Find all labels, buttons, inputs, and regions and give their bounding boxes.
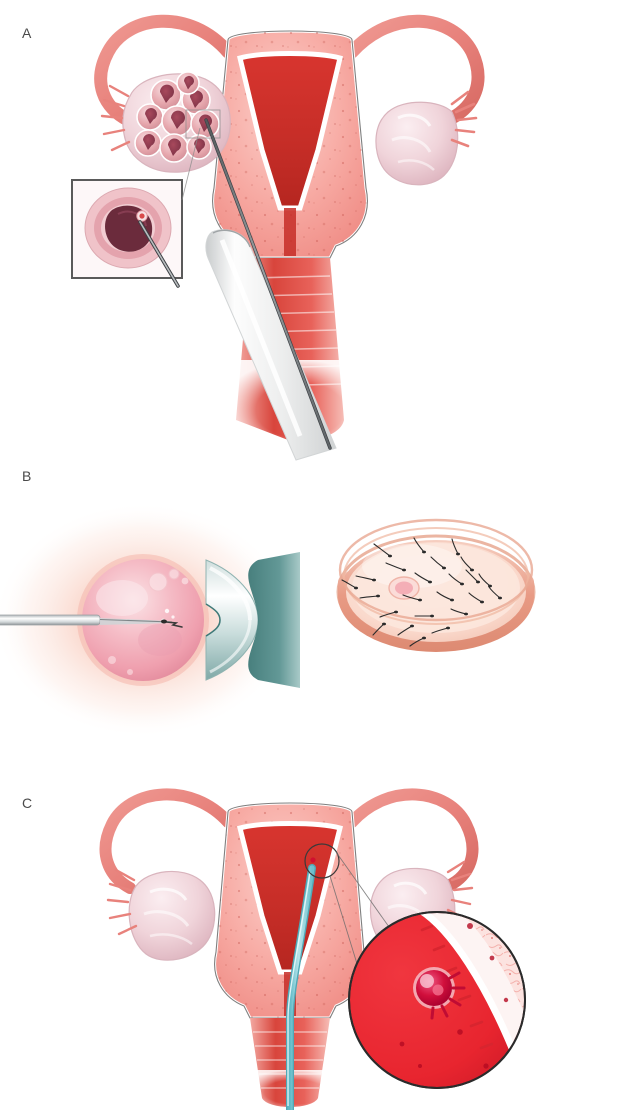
implanting-embryo [413, 967, 466, 1020]
petri-dish [336, 518, 536, 652]
sperm-cells [341, 537, 502, 647]
deposition-site-marker [304, 843, 340, 879]
transfer-catheter [286, 864, 316, 1110]
transvaginal-ultrasound-probe [205, 229, 337, 461]
right-fallopian-tube [345, 14, 485, 125]
panel-a-oocyte-retrieval: A [0, 0, 624, 461]
dish-oocyte [388, 576, 420, 600]
injection-micropipette [0, 614, 183, 628]
right-ovary [375, 90, 478, 186]
panel-c-label: C [22, 795, 33, 811]
inset-leader-line [181, 127, 201, 201]
left-fallopian-tube [94, 14, 235, 127]
aspiration-needle [204, 118, 332, 450]
follicle-group [134, 71, 220, 163]
holding-pipette [205, 552, 300, 688]
panel-b-illustration [0, 502, 536, 738]
vaginal-canal [240, 1018, 350, 1110]
panel-b-fertilization: B [0, 460, 624, 780]
panel-c-illustration [99, 788, 526, 1110]
stimulated-ovary-with-follicles [100, 71, 231, 173]
icsi-scene [0, 502, 300, 738]
left-fallopian-tube [99, 788, 234, 894]
uterus-cross-section [211, 29, 369, 260]
left-ovary [106, 868, 216, 961]
panel-a-label: A [22, 25, 32, 41]
right-fallopian-tube [346, 788, 479, 892]
panel-c-embryo-transfer: C [0, 780, 624, 1110]
panel-b-label: B [22, 468, 32, 484]
panel-a-illustration [71, 14, 485, 461]
implantation-magnified-inset [348, 911, 526, 1089]
follicle-detail-inset [71, 179, 183, 288]
